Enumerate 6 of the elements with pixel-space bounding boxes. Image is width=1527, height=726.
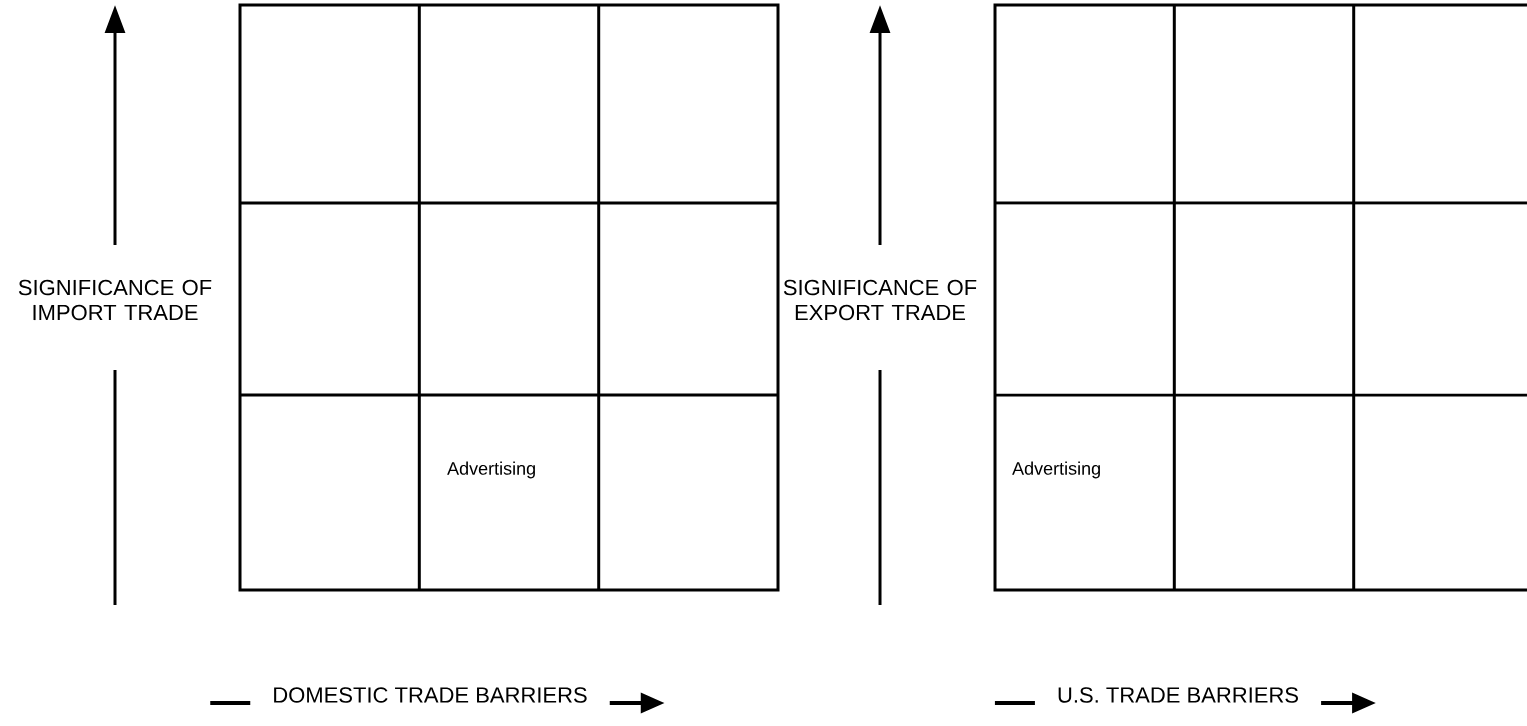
cell-label: Advertising [1012,461,1100,479]
axis-label: SIGNIFICANCE OF EXPORT TRADE [783,279,977,321]
axis-label: DOMESTIC TRADE BARRIERS [274,687,587,703]
axis-label: U.S. TRADE BARRIERS [1058,687,1298,703]
cell-label: Advertising [447,461,535,479]
axis-label: SIGNIFICANCE OF IMPORT TRADE [18,279,212,321]
